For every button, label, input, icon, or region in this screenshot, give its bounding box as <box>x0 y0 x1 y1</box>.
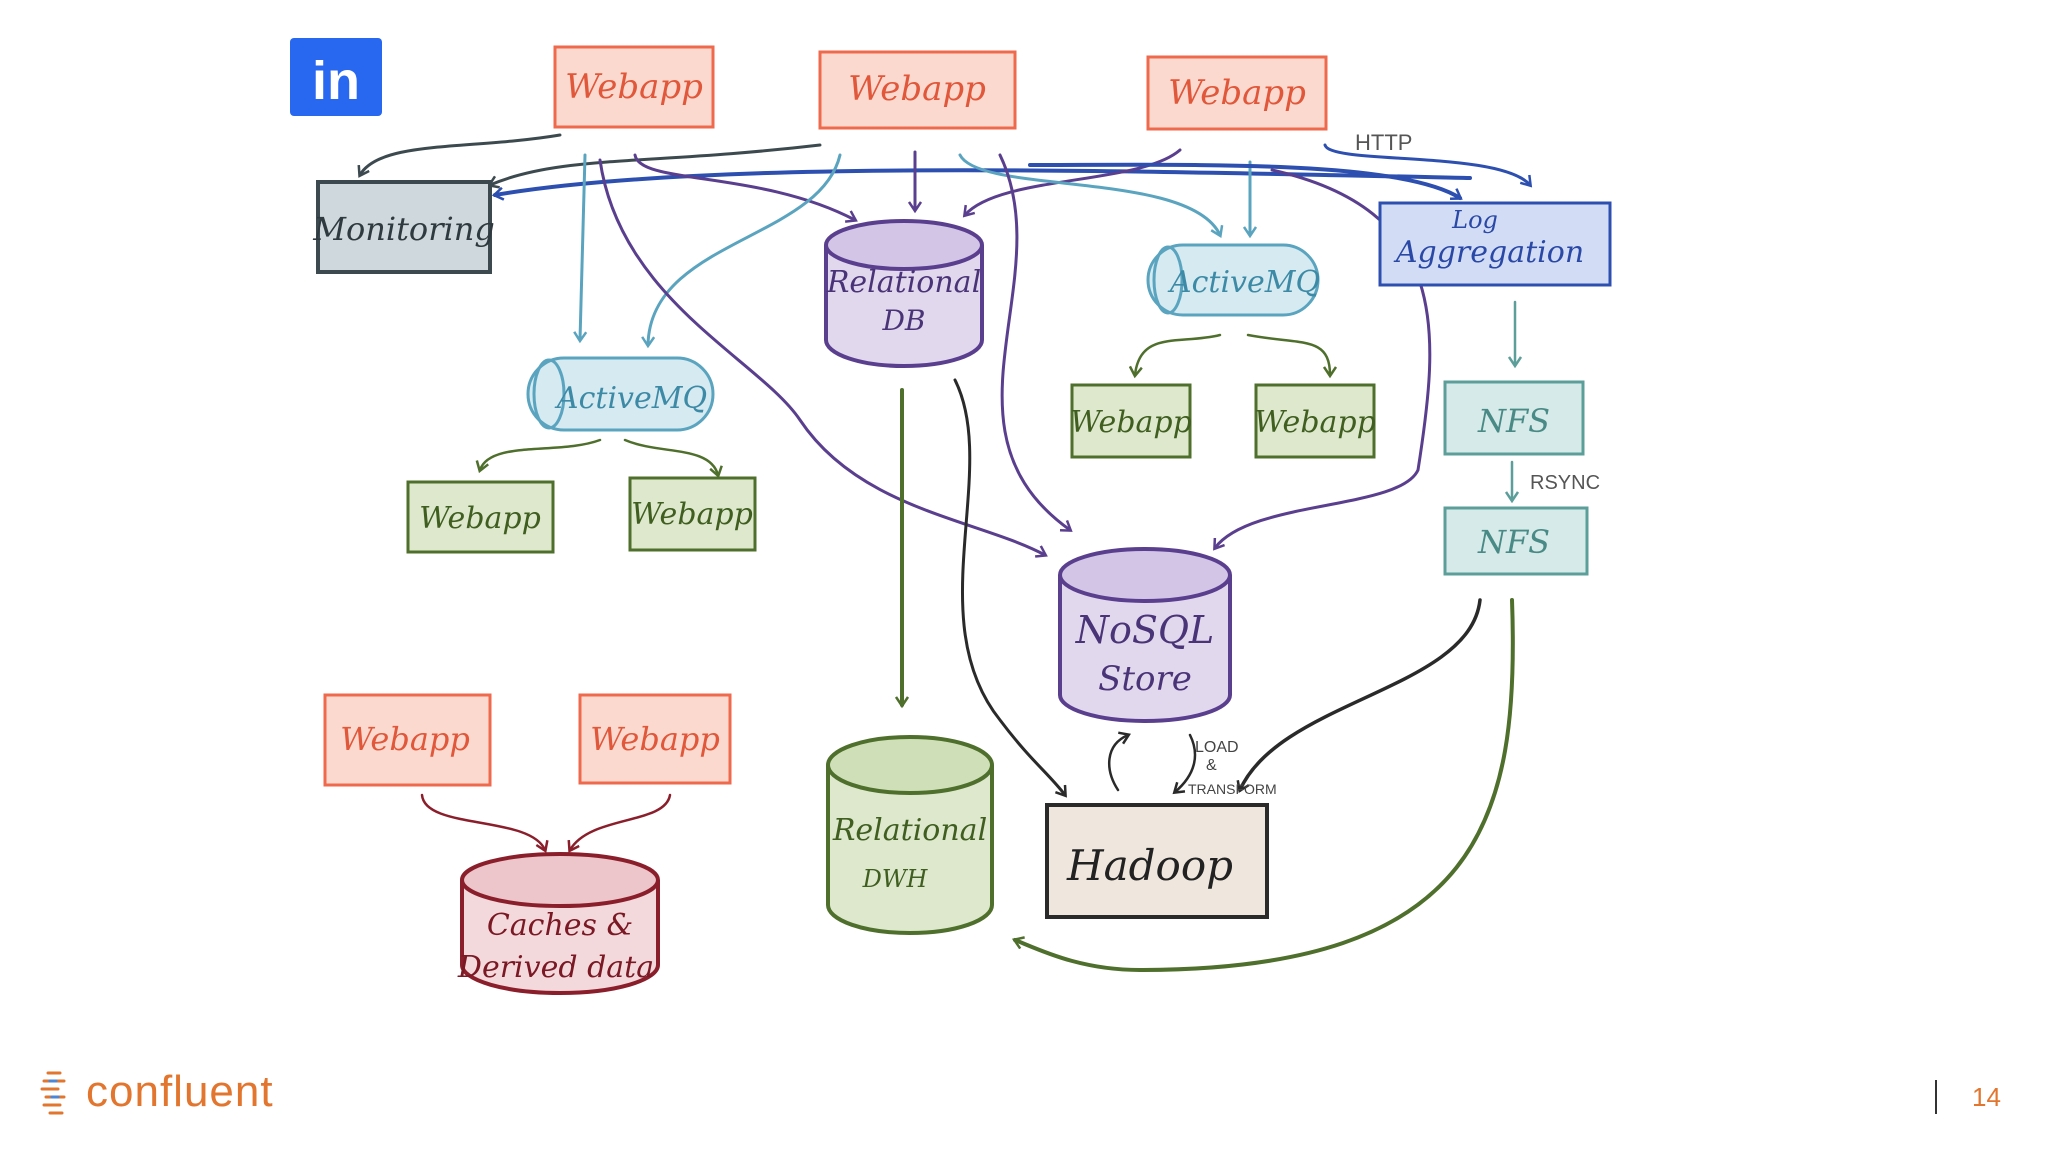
nfs-node-1: NFS <box>1443 380 1585 456</box>
arrow-webapp1-to-monitoring <box>360 133 562 175</box>
connection-arrows <box>360 133 1530 973</box>
webapp-node-label: Webapp <box>419 501 541 536</box>
webapp-node-mq-left-2: Webapp <box>628 476 757 552</box>
nosql-label-1: NoSQL <box>1075 608 1215 652</box>
footer-divider <box>1935 1080 1937 1114</box>
webapp-node-label: Webapp <box>340 720 470 758</box>
nfs-label: NFS <box>1477 402 1550 440</box>
caches-label-2: Derived data <box>457 950 654 985</box>
load-transform-label: LOAD & TRANSFORM <box>1188 739 1277 797</box>
webapp-node-mq-left-1: Webapp <box>406 480 555 554</box>
linkedin-icon-text: in <box>312 51 360 111</box>
caches-derived-data-node: Caches & Derived data <box>457 852 660 995</box>
activemq-label: ActiveMQ <box>554 381 707 416</box>
arrow-hadoop-to-nosql <box>1108 735 1128 792</box>
nfs-node-2: NFS <box>1443 506 1589 576</box>
arrow-webapp2-to-activemq-left <box>648 153 842 345</box>
arrow-webapp1-to-reldb <box>633 153 855 220</box>
arrow-bus-to-monitoring <box>495 168 1472 195</box>
arrow-activemq-left-to-webapp1 <box>480 438 602 470</box>
arrow-nosql-to-hadoop <box>1175 733 1197 792</box>
arrow-webapp2-to-nosql <box>998 153 1070 530</box>
hadoop-label: Hadoop <box>1066 841 1233 890</box>
arrow-activemq-left-to-webapp2 <box>623 438 718 475</box>
arrow-webapp2-to-monitoring <box>490 143 822 185</box>
log-aggregation-label-1: Log <box>1451 206 1498 234</box>
arrow-webapp3-to-reldb <box>965 148 1182 215</box>
relational-dwh-label-1: Relational <box>832 813 987 848</box>
monitoring-node: Monitoring <box>312 180 495 274</box>
linkedin-icon: in <box>290 38 382 116</box>
webapp-node-mq-right-1: Webapp <box>1070 383 1192 459</box>
activemq-node-right: ActiveMQ <box>1146 243 1320 317</box>
arrow-webapp-bottom1-to-caches <box>420 793 545 850</box>
log-aggregation-node: Log Aggregation <box>1378 201 1612 287</box>
arrow-webapp1-to-activemq-left <box>580 153 585 340</box>
rsync-label: RSYNC <box>1530 472 1600 494</box>
arrow-nfs2-to-dwh <box>1015 598 1515 973</box>
webapp-node-mq-right-2: Webapp <box>1254 383 1376 459</box>
nosql-label-2: Store <box>1098 659 1192 699</box>
amp-label: & <box>1206 757 1217 774</box>
page-number: 14 <box>1972 1082 2001 1112</box>
arrow-webapp2-to-activemq-right <box>958 153 1220 235</box>
webapp-node-bottom-1: Webapp <box>323 693 492 787</box>
webapp-node-bottom-2: Webapp <box>578 693 732 785</box>
webapp-node-label: Webapp <box>565 67 703 107</box>
webapp-node-label: Webapp <box>1254 405 1376 440</box>
relational-db-node: Relational DB <box>824 219 984 368</box>
http-label: HTTP <box>1355 130 1412 155</box>
nfs-label: NFS <box>1477 523 1550 561</box>
relational-db-label-1: Relational <box>826 265 981 300</box>
arrow-activemq-right-to-webapp1 <box>1135 333 1222 375</box>
webapp-node-top-2: Webapp <box>818 50 1017 130</box>
activemq-label: ActiveMQ <box>1167 265 1320 300</box>
load-label: LOAD <box>1195 739 1239 756</box>
relational-dwh-label-2: DWH <box>862 865 929 893</box>
webapp-node-label: Webapp <box>1168 73 1306 113</box>
webapp-node-label: Webapp <box>848 69 986 109</box>
arrow-http-to-log-aggregation <box>1323 143 1530 185</box>
arrow-reldb-to-hadoop <box>953 378 1065 795</box>
webapp-node-label: Webapp <box>590 720 720 758</box>
confluent-logo-icon <box>40 1071 66 1115</box>
nosql-store-node: NoSQL Store <box>1058 547 1232 723</box>
webapp-node-label: Webapp <box>631 497 753 532</box>
relational-db-label-2: DB <box>881 304 925 337</box>
confluent-logo: confluent <box>40 1062 274 1122</box>
webapp-node-top-3: Webapp <box>1146 55 1328 131</box>
webapp-node-label: Webapp <box>1070 405 1192 440</box>
arrow-activemq-right-to-webapp2 <box>1246 333 1330 375</box>
activemq-node-left: ActiveMQ <box>526 356 715 432</box>
transform-label: TRANSFORM <box>1188 781 1277 797</box>
log-aggregation-label-2: Aggregation <box>1393 235 1584 270</box>
arrow-nfs2-to-hadoop <box>1240 598 1482 790</box>
relational-dwh-node: Relational DWH <box>826 735 994 935</box>
caches-label-1: Caches & <box>487 908 633 943</box>
webapp-node-top-1: Webapp <box>553 45 715 129</box>
confluent-logo-text: confluent <box>86 1067 274 1116</box>
monitoring-label: Monitoring <box>312 210 495 248</box>
arrow-bus-to-log-aggregation <box>1028 162 1460 198</box>
arrow-webapp-bottom2-to-caches <box>570 793 672 850</box>
hadoop-node: Hadoop <box>1045 803 1269 919</box>
